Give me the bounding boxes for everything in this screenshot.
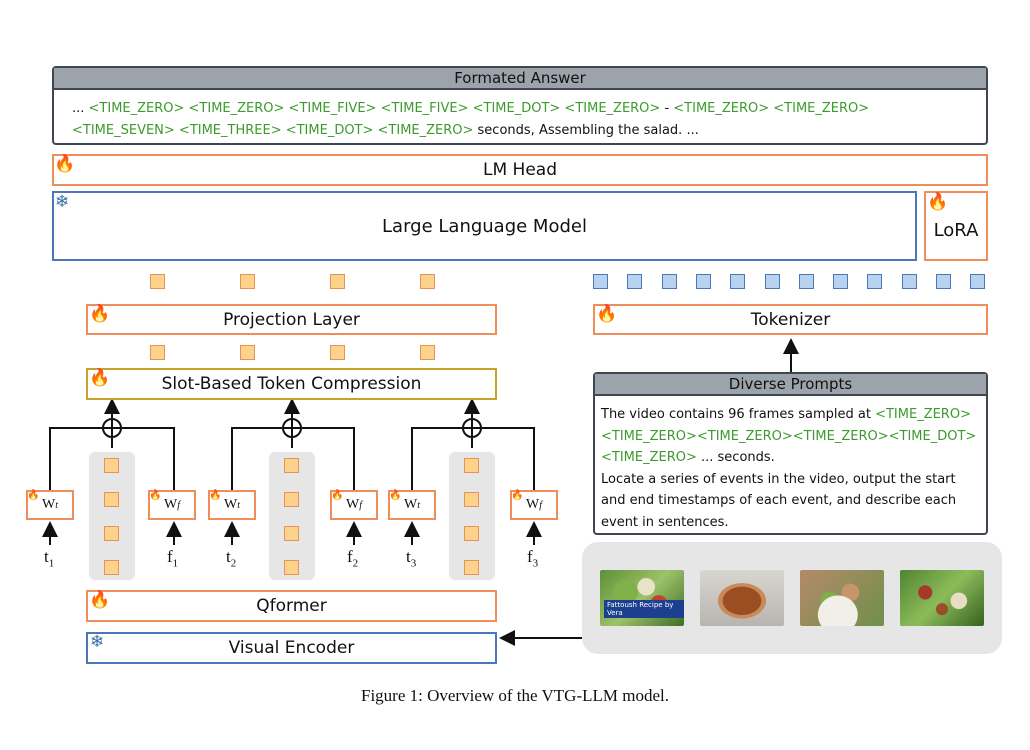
text-segment: Locate a series of events in the video, …: [601, 471, 957, 530]
diverse-prompts-text: The video contains 96 frames sampled at …: [601, 404, 980, 533]
frame-overlay-text: Fattoush Recipe by Vera: [604, 600, 684, 618]
text-segment: -: [660, 101, 674, 116]
lora-label: LoRA: [933, 219, 979, 241]
fire-icon: 🔥: [511, 490, 524, 501]
visual-token: [420, 274, 435, 289]
fire-icon: 🔥: [389, 490, 402, 501]
query-token: [464, 526, 479, 541]
text-segment: ...: [72, 101, 89, 116]
text-token: [936, 274, 951, 289]
visual-token: [150, 274, 165, 289]
text-token: [695, 274, 711, 289]
slot-compression-box: Slot-Based Token Compression: [86, 368, 497, 400]
snowflake-icon: ❄: [90, 632, 105, 652]
fire-icon: 🔥: [149, 490, 162, 501]
visual-token: [240, 274, 255, 289]
qformer-box: Qformer: [86, 590, 497, 622]
query-token: [104, 560, 119, 575]
fire-icon: 🔥: [927, 192, 949, 212]
large-language-model-box: Large Language Model: [52, 191, 917, 261]
text-token: [627, 274, 643, 289]
text-token: [970, 274, 986, 289]
time-label-t2: t2: [226, 547, 237, 570]
figure-caption: Figure 1: Overview of the VTG-LLM model.: [361, 686, 669, 705]
query-token: [284, 526, 299, 541]
query-token: [464, 560, 479, 575]
text-token: [833, 274, 849, 289]
video-frame-1: Fattoush Recipe by Vera: [600, 570, 684, 626]
fire-icon: 🔥: [54, 154, 76, 174]
diverse-prompts-box: Diverse Prompts The video contains 96 fr…: [593, 372, 988, 535]
visual-token: [330, 345, 345, 360]
tokenizer-label: Tokenizer: [750, 309, 831, 330]
time-label-t1: t1: [44, 547, 55, 570]
tokenizer-box: Tokenizer: [593, 304, 988, 335]
frame-label-f3: f3: [527, 547, 539, 570]
video-frame-2: [700, 570, 784, 626]
projection-layer-label: Projection Layer: [223, 309, 360, 330]
fire-icon: 🔥: [89, 304, 111, 324]
text-token: [867, 274, 883, 289]
formatted-answer-text: ... <TIME_ZERO> <TIME_ZERO> <TIME_FIVE> …: [72, 98, 974, 142]
visual-encoder-box: Visual Encoder: [86, 632, 497, 664]
lora-box: LoRA: [924, 191, 988, 261]
qformer-label: Qformer: [256, 596, 327, 616]
slot-compression-label: Slot-Based Token Compression: [161, 374, 422, 394]
query-token: [104, 458, 119, 473]
visual-encoder-label: Visual Encoder: [228, 638, 355, 658]
query-token-column: [449, 452, 495, 580]
frame-label-f2: f2: [347, 547, 359, 570]
fire-icon: 🔥: [331, 490, 344, 501]
video-frame-4: [900, 570, 984, 626]
query-token-column: [89, 452, 135, 580]
text-segment: seconds, Assembling the salad. ...: [473, 123, 699, 138]
fire-icon: 🔥: [27, 490, 40, 501]
text-token: [593, 274, 608, 289]
text-token: [661, 274, 677, 289]
text-token: [901, 274, 917, 289]
query-token: [104, 492, 119, 507]
formatted-answer-box: Formated Answer ... <TIME_ZERO> <TIME_ZE…: [52, 66, 988, 145]
text-token: [730, 274, 746, 289]
query-token: [284, 492, 299, 507]
visual-token: [420, 345, 435, 360]
time-label-t3: t3: [406, 547, 417, 570]
text-token: [764, 274, 780, 289]
visual-token: [150, 345, 165, 360]
text-segment: The video contains 96 frames sampled at: [601, 407, 876, 422]
llm-label: Large Language Model: [382, 215, 587, 237]
snowflake-icon: ❄: [55, 192, 70, 212]
query-token-column: [269, 452, 315, 580]
fire-icon: 🔥: [209, 490, 222, 501]
projection-layer-box: Projection Layer: [86, 304, 497, 335]
time-token-text: <TIME_ZERO><TIME_ZERO><TIME_ZERO><TIME_Z…: [601, 407, 977, 465]
query-token: [464, 458, 479, 473]
lm-head-box: LM Head: [52, 154, 988, 186]
fire-icon: 🔥: [596, 304, 618, 324]
query-token: [464, 492, 479, 507]
visual-token: [240, 345, 255, 360]
fire-icon: 🔥: [89, 368, 111, 388]
time-token-text: <TIME_ZERO> <TIME_ZERO> <TIME_SEVEN> <TI…: [72, 101, 870, 138]
visual-token: [330, 274, 345, 289]
diverse-prompts-title: Diverse Prompts: [595, 374, 986, 396]
text-token: [798, 274, 814, 289]
query-token: [104, 526, 119, 541]
query-token: [284, 458, 299, 473]
text-segment: ... seconds.: [696, 450, 775, 465]
formatted-answer-title: Formated Answer: [54, 68, 986, 90]
fire-icon: 🔥: [89, 590, 111, 610]
frame-label-f1: f1: [167, 547, 179, 570]
query-token: [284, 560, 299, 575]
lm-head-label: LM Head: [483, 160, 557, 180]
time-token-text: <TIME_ZERO> <TIME_ZERO> <TIME_FIVE> <TIM…: [88, 101, 661, 116]
video-frame-3: [800, 570, 884, 626]
